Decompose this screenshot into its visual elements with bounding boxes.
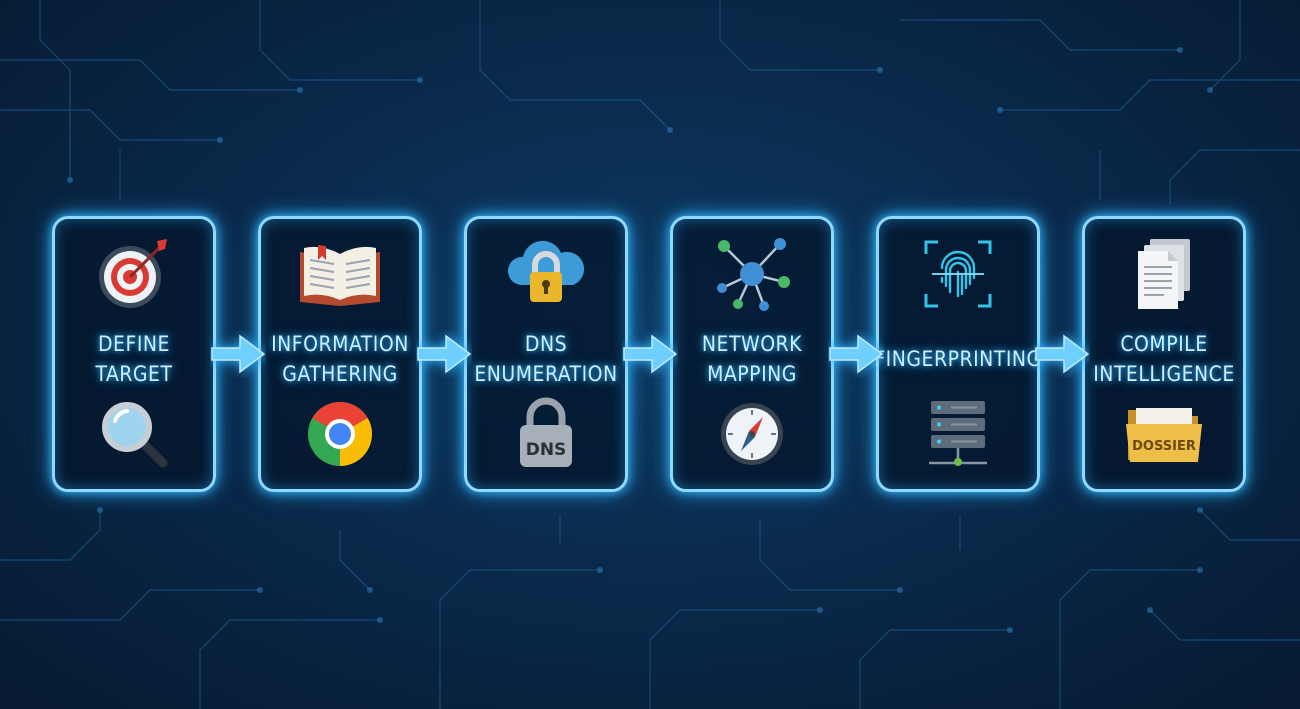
stage-label: COMPILE INTELLIGENCE xyxy=(1085,323,1243,395)
stage-label-line1: COMPILE xyxy=(1120,332,1208,356)
dns-lock-icon: DNS xyxy=(467,397,625,471)
dossier-label: DOSSIER xyxy=(1132,439,1196,454)
open-book-icon xyxy=(261,237,419,311)
stage-label-line2: ENUMERATION xyxy=(474,362,618,386)
dns-lock-label: DNS xyxy=(526,440,567,460)
stage-fingerprinting: FINGERPRINTING xyxy=(874,216,1041,492)
target-icon xyxy=(55,237,213,311)
stage-label-line1: INFORMATION xyxy=(271,332,409,356)
server-rack-icon xyxy=(879,397,1037,471)
dossier-folder-icon: DOSSIER xyxy=(1085,397,1243,471)
stage-label-line2: GATHERING xyxy=(282,362,398,386)
arrow-right-icon xyxy=(829,334,884,374)
fingerprint-scan-icon xyxy=(879,237,1037,311)
stage-label: DEFINE TARGET xyxy=(55,323,213,395)
stage-compile-intelligence: COMPILE INTELLIGENCE DOSSIER xyxy=(1082,216,1246,492)
arrow-right-icon xyxy=(623,334,678,374)
compass-icon xyxy=(673,397,831,471)
stage-label: INFORMATION GATHERING xyxy=(261,323,419,395)
arrow-right-icon xyxy=(417,334,472,374)
stage-network-mapping: NETWORK MAPPING xyxy=(670,216,834,492)
stage-information-gathering: INFORMATION GATHERING xyxy=(258,216,422,492)
stage-label-line1: DNS xyxy=(524,332,568,356)
stage-label-line2: TARGET xyxy=(95,362,173,386)
stage-label-line1: DEFINE xyxy=(98,332,170,356)
documents-icon xyxy=(1085,237,1243,311)
stage-define-target: DEFINE TARGET xyxy=(52,216,216,492)
stage-label-line2: INTELLIGENCE xyxy=(1093,362,1235,386)
stage-label-line1: FINGERPRINTING xyxy=(874,347,1042,371)
stage-label: FINGERPRINTING xyxy=(874,323,1041,395)
magnifier-icon xyxy=(55,397,213,471)
stage-label: NETWORK MAPPING xyxy=(673,323,831,395)
stage-label: DNS ENUMERATION xyxy=(467,323,625,395)
stage-label-line1: NETWORK xyxy=(701,332,803,356)
arrow-right-icon xyxy=(211,334,266,374)
arrow-right-icon xyxy=(1035,334,1090,374)
cloud-lock-icon xyxy=(467,237,625,311)
network-nodes-icon xyxy=(673,237,831,311)
stage-dns-enumeration: DNS ENUMERATION DNS xyxy=(464,216,628,492)
stage-label-line2: MAPPING xyxy=(707,362,797,386)
chrome-browser-icon xyxy=(261,397,419,471)
